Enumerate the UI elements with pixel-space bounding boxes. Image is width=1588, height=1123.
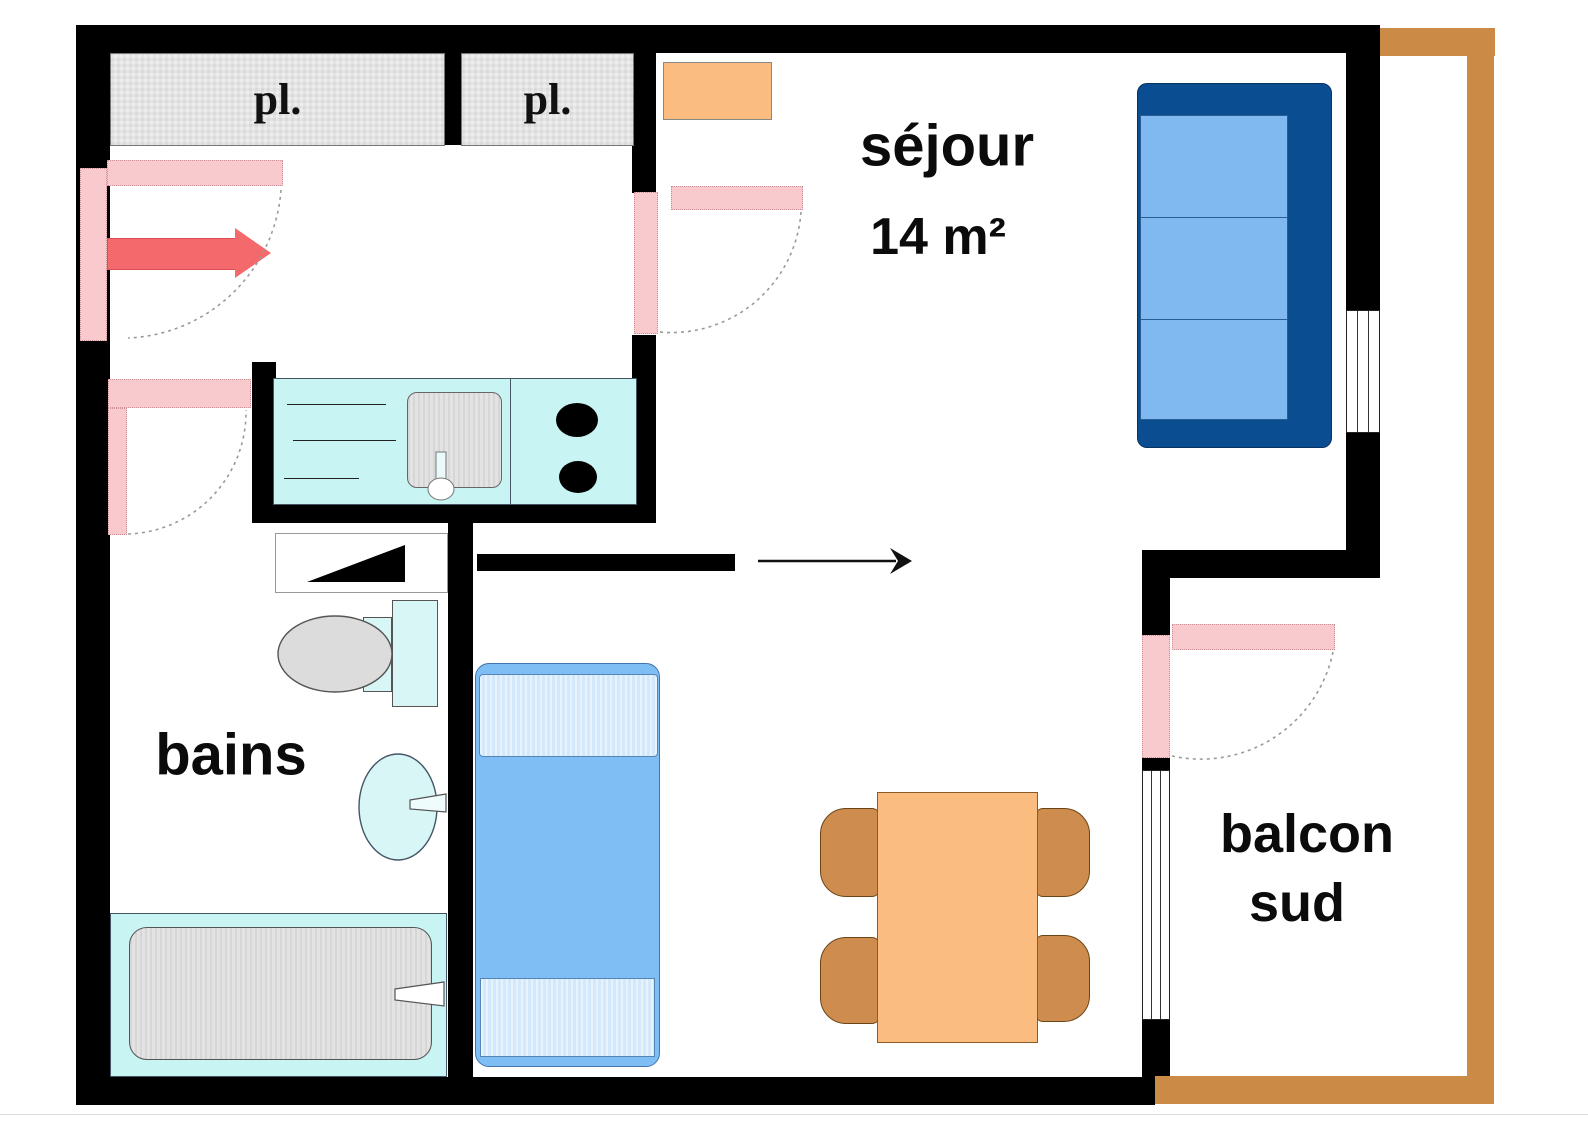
closet-left: pl. [110,53,445,146]
closet-right: pl. [461,53,634,146]
dining-table [877,792,1038,1043]
wall-kitchen-bottom [252,503,632,523]
scan-baseline [0,1114,1588,1115]
kitchen-faucet-base [427,477,455,501]
entry-door-strip [80,168,107,341]
closet-left-label: pl. [253,75,302,124]
bathtub-tap [394,981,445,1007]
wall-top [76,25,1380,53]
window-sejour-east [1346,310,1380,433]
bathroom-door-bar [108,379,251,408]
balcony-door-arc [1171,651,1334,760]
entry-door-leaf [107,160,283,186]
balcony-rail-right [1467,28,1494,1104]
wall-bottom [76,1077,1155,1105]
chair-bottom-right [1035,935,1090,1022]
bed-blanket [480,978,655,1057]
balcony-label-line1: balcon [1219,804,1395,864]
bathroom-triangle [307,545,405,582]
toilet-tank [392,600,438,707]
washbasin-tap [409,793,447,813]
wall-bedroom-balcony-top [1142,550,1377,578]
closet-right-label: pl. [523,75,572,124]
sejour-door-leaf [634,192,658,334]
burner-1 [556,403,598,437]
wall-hall-partition [477,554,735,571]
balcony-label-line2: sud [1248,873,1346,933]
wall-balconydoor-stub-bottom [1142,758,1170,770]
wall-right-upper [1346,25,1380,310]
bed-pillow [479,674,658,757]
kitchen-sink [407,392,502,488]
kitchen-shelf-line [293,440,396,441]
burner-2 [559,461,597,493]
balcony-door-leaf [1142,635,1170,758]
wall-balconydoor-stub-top [1142,578,1170,635]
entry-door-arc [127,189,282,339]
living-room-area-label: 14 m² [870,208,1006,266]
hall-arrow-head [890,548,912,574]
balcony-door-bar [1172,624,1335,650]
window-bedroom-south [1142,770,1170,1020]
sofa-cushions [1140,115,1288,420]
wall-bathroom-right [448,523,473,1077]
balcony-rail-bottom [1155,1076,1494,1104]
living-room-label: séjour [859,113,1035,179]
chair-bottom-left [820,937,880,1024]
sejour-door-swing-bar [671,186,803,210]
bathroom-door-leaf [108,408,127,535]
wall-sejour-upper [632,53,656,193]
bathroom-door-arc [127,409,247,535]
toilet-bowl [277,615,393,693]
kitchen-shelf-line [287,404,386,405]
wall-closet-divider [443,53,461,145]
entry-arrow-body [107,238,237,270]
wall-kitchen-pillar [252,362,276,523]
sejour-door-arc [658,211,802,334]
sideboard [663,62,772,120]
bathroom-label: bains [155,722,307,788]
chair-top-left [820,808,880,897]
kitchen-shelf-line [284,478,359,479]
wall-balconywindow-stub [1142,1020,1170,1077]
